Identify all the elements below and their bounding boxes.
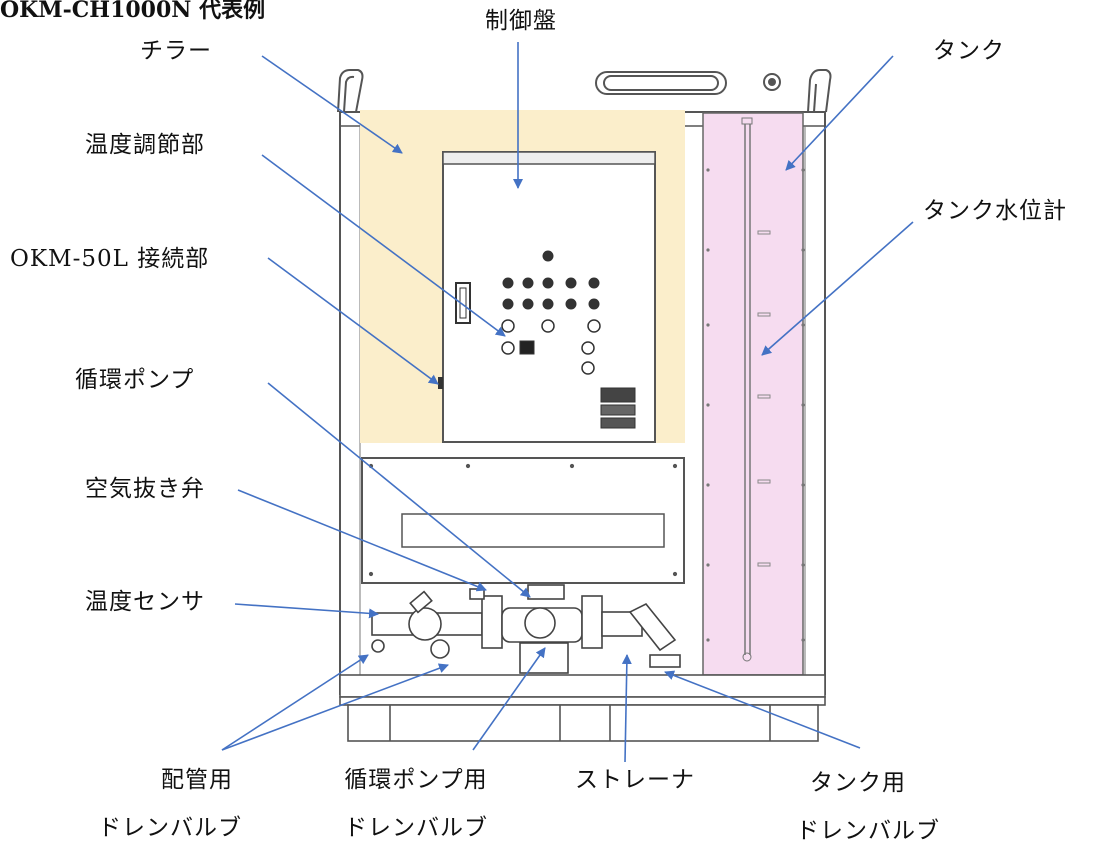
arrow-tank-level xyxy=(761,221,914,356)
label-pipe-drain-line1: 配管用 xyxy=(161,767,233,793)
tank-bolts xyxy=(706,168,805,642)
arrow-pipe-drain-a xyxy=(221,654,369,751)
leader-arrows xyxy=(221,42,914,763)
tank-area xyxy=(702,112,804,676)
arrow-circ-pump xyxy=(267,382,531,598)
arrow-temp-adjust xyxy=(261,154,506,337)
arrow-chiller xyxy=(261,55,403,154)
label-tank-drain-line1: タンク用 xyxy=(810,770,906,796)
arrow-pipe-drain-b xyxy=(221,663,449,751)
label-temp-sensor: 温度センサ xyxy=(85,589,205,615)
control-panel-switches xyxy=(501,250,636,429)
label-circ-pump: 循環ポンプ xyxy=(75,367,195,393)
arrow-pump-drain xyxy=(472,647,546,751)
label-tank: タンク xyxy=(933,38,1005,64)
base-frame xyxy=(339,674,826,742)
arrow-okm-connection xyxy=(267,257,439,385)
lower-access-panel xyxy=(361,457,685,584)
label-temp-adjust: 温度調節部 xyxy=(85,132,205,158)
label-chiller: チラー xyxy=(140,38,212,64)
label-strainer: ストレーナ xyxy=(575,767,695,793)
label-air-vent: 空気抜き弁 xyxy=(85,476,205,502)
arrow-air-vent xyxy=(237,489,487,592)
arrow-tank-drain xyxy=(664,670,861,749)
arrow-strainer xyxy=(621,654,632,763)
label-tank-drain-line2: ドレンバルブ xyxy=(796,818,940,844)
label-okm-connection: OKM-50L 接続部 xyxy=(10,246,210,272)
label-pump-drain-line2: ドレンバルブ xyxy=(344,815,488,841)
label-tank-level: タンク水位計 xyxy=(923,198,1067,224)
top-handles xyxy=(337,69,832,113)
tank-level-gauge xyxy=(741,117,753,662)
diagram-title: OKM-CH1000N 代表例 xyxy=(0,0,266,23)
piping xyxy=(371,584,681,674)
label-control-panel: 制御盤 xyxy=(485,8,557,34)
arrow-tank xyxy=(785,55,894,171)
label-pipe-drain-line2: ドレンバルブ xyxy=(98,815,242,841)
label-pump-drain-line1: 循環ポンプ用 xyxy=(344,767,488,793)
arrow-temp-sensor xyxy=(234,603,379,619)
